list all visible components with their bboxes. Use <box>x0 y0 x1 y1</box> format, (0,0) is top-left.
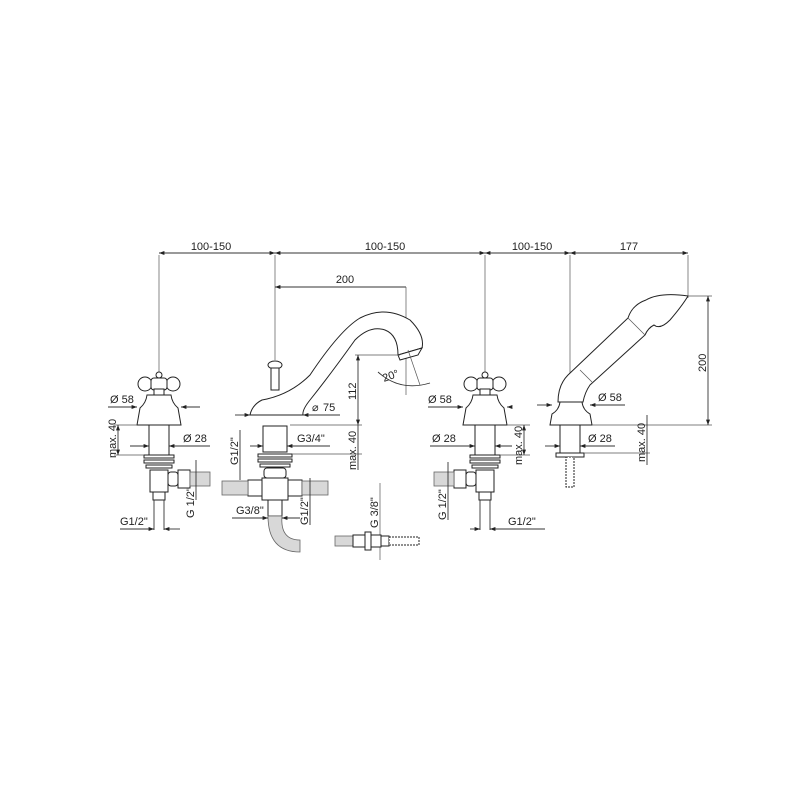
right-inlet-thread: G1/2" <box>508 516 536 528</box>
left-valve: Ø 58 Ø 28 max. 40 G 1/2" G1/2" <box>107 371 211 532</box>
right-shank-diameter: Ø 28 <box>432 433 456 445</box>
spout-side-thread: G1/2" <box>229 437 241 465</box>
spout-reach-label: 200 <box>336 274 354 286</box>
spout-max-deck: max. 40 <box>347 431 359 470</box>
spacing-1-label: 100-150 <box>191 241 231 253</box>
left-shank-diameter: Ø 28 <box>183 433 207 445</box>
top-dimension-chain: 100-150 100-150 100-150 177 200 <box>158 241 689 400</box>
handshower-base-diameter: Ø 58 <box>598 392 622 404</box>
left-max-deck: max. 40 <box>107 419 119 458</box>
right-base-diameter: Ø 58 <box>428 394 452 406</box>
right-valve: Ø 58 Ø 28 max. 40 G 1/2" G1/2" <box>428 371 545 532</box>
spacing-3-label: 100-150 <box>512 241 552 253</box>
left-base-diameter: Ø 58 <box>110 394 134 406</box>
hose-thread: G 3/8" <box>369 497 381 528</box>
handshower-shank-diameter: Ø 28 <box>588 433 612 445</box>
right-max-deck: max. 40 <box>513 426 525 465</box>
handshower-max-deck: max. 40 <box>636 423 648 462</box>
spacing-2-label: 100-150 <box>365 241 405 253</box>
handshower: 200 Ø 58 Ø 28 max. 40 <box>537 294 712 488</box>
spout-height: 112 <box>347 382 359 400</box>
handshower-height: 200 <box>697 354 709 372</box>
spout-bottom-thread: G3/8" <box>236 505 264 517</box>
right-outlet-thread: G 1/2" <box>437 489 449 520</box>
handshower-reach-label: 177 <box>620 241 638 253</box>
left-outlet-thread: G 1/2" <box>185 487 197 518</box>
left-inlet-thread: G1/2" <box>120 516 148 528</box>
spout-base-diameter: 75 <box>323 402 335 414</box>
spout-side-thread-2: G1/2" <box>299 497 311 525</box>
spout: ⌀ 75 112 max. 40 G3/4" G1/2" G1/2" G3/8"… <box>221 311 431 553</box>
spout-shank-thread: G3/4" <box>297 433 325 445</box>
spout-angle: 20° <box>381 368 401 385</box>
hose-connector: G 3/8" <box>334 483 420 560</box>
spout-base-diameter-symbol: ⌀ <box>312 402 319 414</box>
